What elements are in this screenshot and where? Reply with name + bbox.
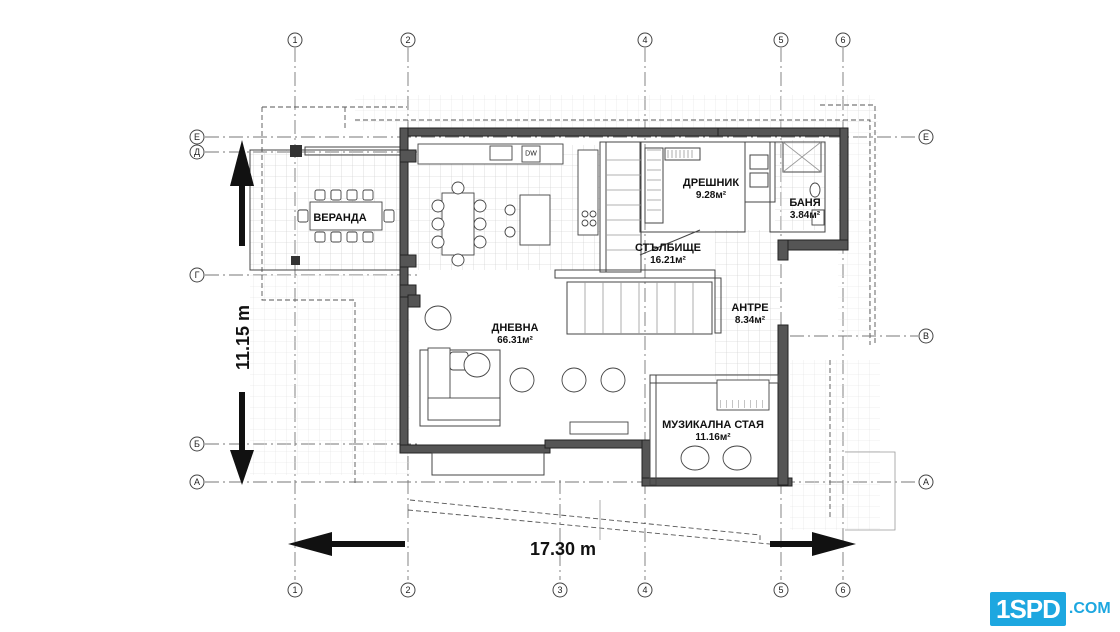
room-area-entrance: 8.34м² [735,315,766,326]
width-dimension: 17.30 m [530,539,596,559]
site-logo[interactable]: 1SPD .COM [990,590,1114,628]
vertical-axis-5: 5 5 [773,32,789,598]
axis-label: В [923,331,929,341]
kitchen-chairs [431,181,487,267]
room-label-bathroom: БАНЯ [789,197,820,209]
music-room: МУЗИКАЛНА СТАЯ 11.16м² [662,379,770,471]
axis-label: 6 [840,585,845,595]
axis-label: 6 [840,35,845,45]
room-area-stairwell: 16.21м² [650,255,686,266]
room-label-entrance: АНТРЕ [731,302,768,314]
room-label-music: МУЗИКАЛНА СТАЯ [662,419,764,431]
room-label-veranda: ВЕРАНДА [313,212,366,224]
bathroom: БАНЯ 3.84м² [782,141,825,226]
horizontal-axis-e: Е Е [189,129,934,145]
axis-label: 5 [778,585,783,595]
axis-label: 4 [642,35,647,45]
logo-mark: 1SPD [990,592,1066,626]
axis-label: 5 [778,35,783,45]
floor-fills [410,140,825,380]
vertical-axis-3: 3 [552,480,568,598]
room-label-wardrobe: ДРЕШНИК [683,177,739,189]
room-label-living: ДНЕВНА [492,322,539,334]
veranda: ВЕРАНДА [249,145,406,271]
kitchen: DW [417,143,599,267]
room-label-stairwell: СТЪЛБИЩЕ [635,242,701,254]
wardrobe-room: ДРЕШНИК 9.28м² [644,147,769,224]
axis-label: 1 [292,35,297,45]
axis-label: Е [194,132,200,142]
axis-label: А [923,477,929,487]
room-area-wardrobe: 9.28м² [696,190,727,201]
arrow-left-icon [288,532,332,556]
room-area-bathroom: 3.84м² [790,210,821,221]
room-area-living: 66.31м² [497,335,533,346]
logo-suffix: .COM [1068,600,1111,617]
axis-label: Д [194,147,200,157]
living-room: ДНЕВНА 66.31м² [407,294,629,435]
axis-label: Б [194,439,200,449]
horizontal-axis-v: В [790,328,934,344]
entrance-hall: АНТРЕ 8.34м² [731,302,768,326]
axis-label: 4 [642,585,647,595]
dishwasher-label: DW [525,151,537,158]
staircase [566,141,713,335]
room-area-music: 11.16м² [695,432,731,443]
veranda-chairs [297,189,395,243]
depth-dimension: 11.15 m [233,305,253,370]
vertical-dimension: 11.15 m [230,140,254,485]
axis-label: 2 [405,585,410,595]
axis-label: А [194,477,200,487]
axis-label: 3 [557,585,562,595]
arrow-up-icon [230,140,254,186]
axis-label: Г [195,270,200,280]
axis-label: 1 [292,585,297,595]
axis-label: 2 [405,35,410,45]
axis-label: Е [923,132,929,142]
interior-walls [431,141,826,486]
lounge-chairs [424,305,626,393]
arrow-right-icon [812,532,856,556]
horizontal-dimension: 17.30 m [288,532,856,559]
vertical-axis-4: 4 4 [637,32,653,598]
arrow-down-icon [230,450,254,485]
exterior-walls [399,127,849,487]
